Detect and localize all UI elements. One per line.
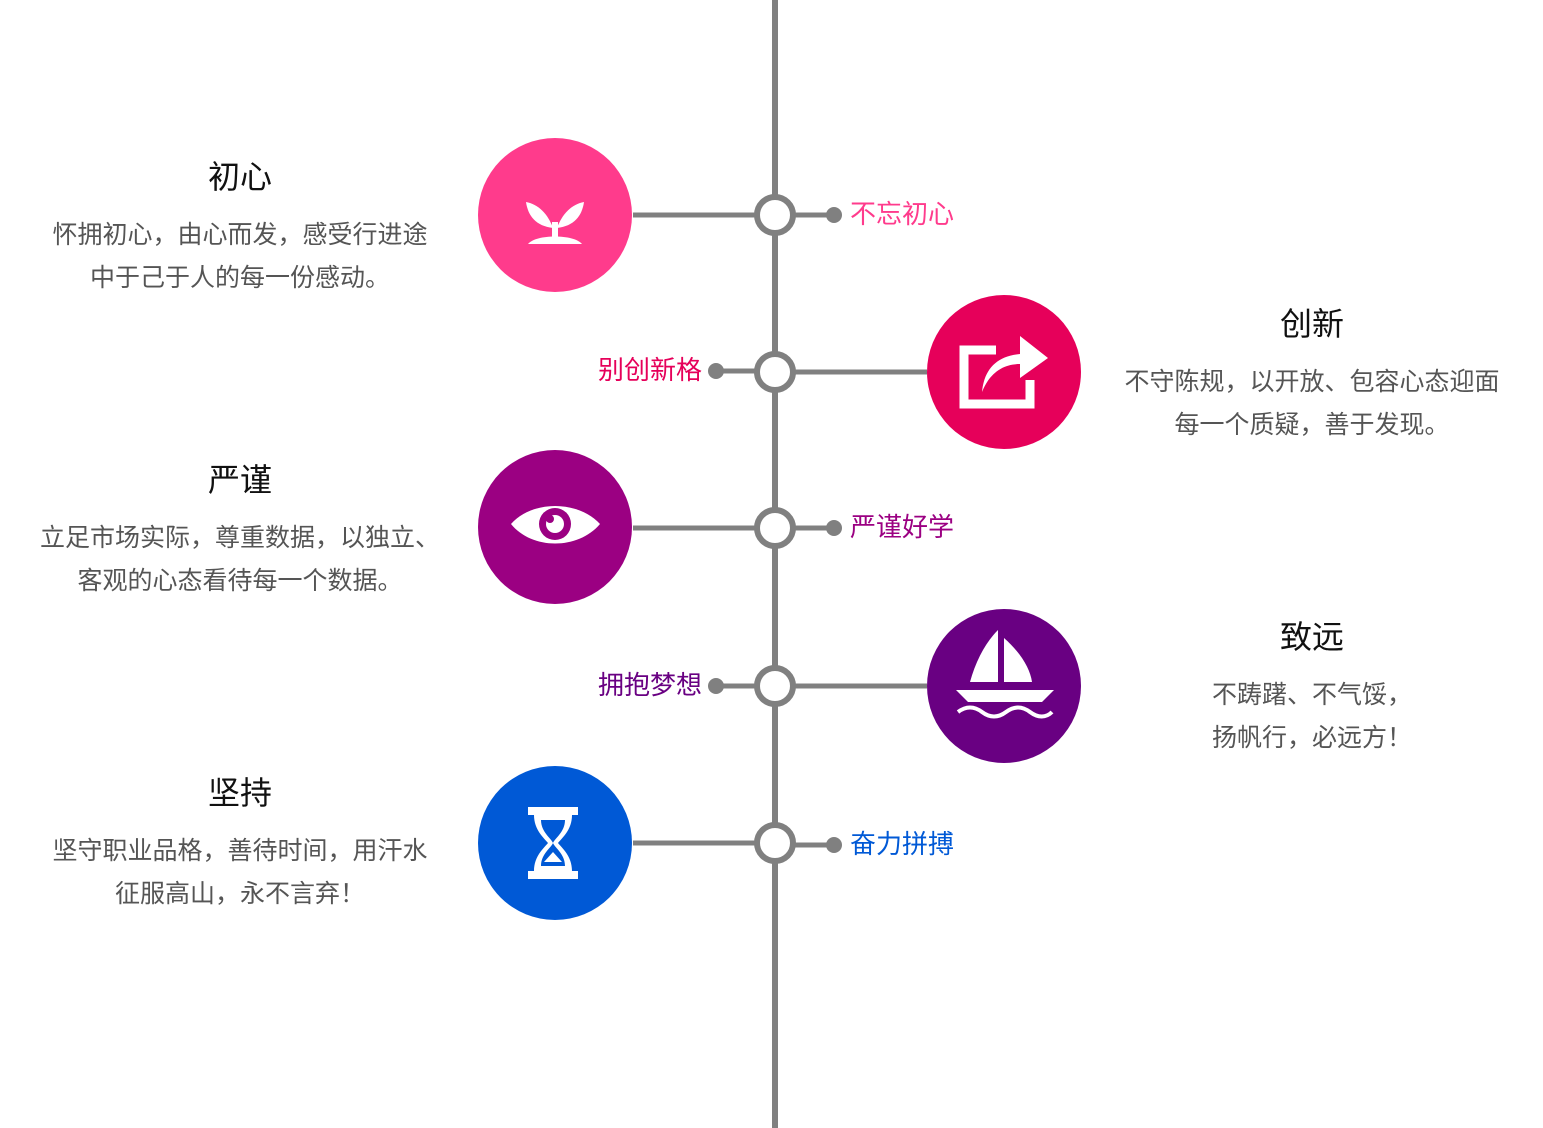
- tag-dot: [826, 520, 842, 536]
- desc-line: 立足市场实际，尊重数据，以独立、: [39, 523, 440, 552]
- desc-line: 怀拥初心，由心而发，感受行进途: [52, 220, 428, 249]
- item-description: 不守陈规，以开放、包容心态迎面 每一个质疑，善于发现。: [1087, 360, 1537, 446]
- item-title: 严谨: [207, 461, 272, 499]
- sprout-icon: [526, 202, 584, 244]
- item-description: 坚守职业品格，善待时间，用汗水 征服高山，永不言弃！: [15, 829, 465, 915]
- eye-icon: [511, 506, 600, 544]
- tag-dot: [708, 363, 724, 379]
- item-tag-3: 严谨好学: [850, 513, 955, 543]
- icon-circle: [927, 295, 1081, 449]
- item-description: 不踌躇、不气馁， 扬帆行，必远方！: [1087, 673, 1537, 759]
- timeline-node: [754, 351, 796, 393]
- timeline-node: [754, 822, 796, 864]
- icon-circle: [478, 138, 632, 292]
- item-block-2: 创新 不守陈规，以开放、包容心态迎面 每一个质疑，善于发现。: [1087, 304, 1537, 446]
- tag-dot: [708, 678, 724, 694]
- item-tag-2: 别创新格: [597, 356, 702, 386]
- item-description: 怀拥初心，由心而发，感受行进途 中于己于人的每一份感动。: [15, 213, 465, 299]
- hourglass-icon: [528, 807, 578, 879]
- item-block-4: 致远 不踌躇、不气馁， 扬帆行，必远方！: [1087, 617, 1537, 759]
- item-title: 致远: [1279, 618, 1344, 656]
- desc-line: 不守陈规，以开放、包容心态迎面: [1124, 367, 1500, 396]
- item-block-5: 坚持 坚守职业品格，善待时间，用汗水 征服高山，永不言弃！: [15, 773, 465, 915]
- item-tag-5: 奋力拼搏: [850, 830, 955, 860]
- tag-dot: [826, 837, 842, 853]
- desc-line: 不踌躇、不气馁，: [1211, 680, 1412, 709]
- item-title: 创新: [1279, 305, 1344, 343]
- timeline-node: [754, 507, 796, 549]
- timeline-node: [754, 194, 796, 236]
- desc-line: 客观的心态看待每一个数据。: [77, 566, 403, 595]
- item-block-1: 初心 怀拥初心，由心而发，感受行进途 中于己于人的每一份感动。: [15, 157, 465, 299]
- desc-line: 扬帆行，必远方！: [1211, 723, 1412, 752]
- tag-dot: [826, 207, 842, 223]
- timeline-item-5: [478, 766, 842, 920]
- item-tag-4: 拥抱梦想: [597, 671, 702, 701]
- item-title: 坚持: [207, 774, 272, 812]
- share-icon: [959, 336, 1048, 409]
- timeline-item-2: [708, 295, 1081, 449]
- item-title: 初心: [207, 158, 272, 196]
- desc-line: 征服高山，永不言弃！: [114, 879, 365, 908]
- item-block-3: 严谨 立足市场实际，尊重数据，以独立、 客观的心态看待每一个数据。: [15, 460, 465, 602]
- desc-line: 中于己于人的每一份感动。: [89, 263, 390, 292]
- desc-line: 坚守职业品格，善待时间，用汗水: [52, 836, 428, 865]
- timeline-item-4: [708, 609, 1081, 763]
- desc-line: 每一个质疑，善于发现。: [1174, 410, 1450, 439]
- timeline-item-1: [478, 138, 842, 292]
- icon-circle: [927, 609, 1081, 763]
- timeline-item-3: [478, 450, 842, 604]
- timeline-node: [754, 665, 796, 707]
- item-description: 立足市场实际，尊重数据，以独立、 客观的心态看待每一个数据。: [15, 516, 465, 602]
- sailboat-icon: [956, 630, 1054, 719]
- item-tag-1: 不忘初心: [850, 200, 955, 230]
